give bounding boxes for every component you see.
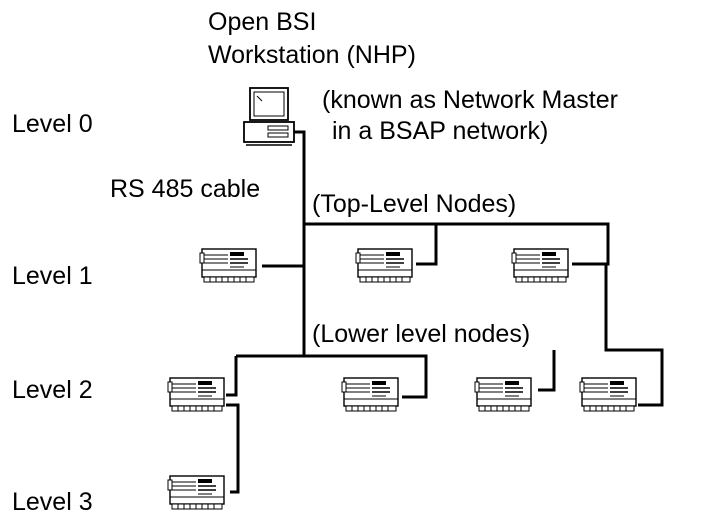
cable-top-node-2 — [416, 224, 438, 266]
level-3-label: Level 3 — [12, 488, 93, 516]
workstation-title-line1: Open BSI — [208, 8, 317, 36]
level-0-label: Level 0 — [12, 110, 93, 138]
cable-right-subnet — [604, 264, 664, 407]
rtu-node-level2-4 — [579, 377, 637, 412]
cable-level2-node-1 — [226, 356, 238, 397]
cable-right-level2-node-1 — [538, 350, 556, 392]
cable-top-node-1 — [262, 224, 306, 268]
workstation-computer-icon — [243, 87, 295, 146]
rtu-node-level2-1 — [167, 377, 225, 412]
rtu-node-level3-1 — [167, 475, 225, 510]
level-1-label: Level 1 — [12, 262, 93, 290]
rtu-node-level2-3 — [474, 377, 532, 412]
cable-workstation-to-bus — [294, 130, 306, 224]
network-cables — [226, 130, 664, 494]
rtu-node-level2-2 — [341, 377, 399, 412]
rtu-node-level1-3 — [511, 248, 569, 283]
workstation-title-line2: Workstation (NHP) — [208, 41, 416, 69]
level-2-label: Level 2 — [12, 376, 93, 404]
cable-top-level-bus — [304, 222, 610, 266]
rs485-cable-label: RS 485 cable — [110, 175, 261, 203]
cable-level2-to-level3 — [226, 403, 240, 494]
cable-lower-level-bus — [236, 354, 428, 399]
rtu-node-level1-2 — [355, 248, 413, 283]
lower-level-nodes-label: (Lower level nodes) — [312, 320, 531, 348]
network-master-note-line1: (known as Network Master — [322, 86, 618, 114]
top-level-nodes-label: (Top-Level Nodes) — [312, 190, 517, 218]
network-master-note-line2: in a BSAP network) — [332, 117, 549, 145]
rtu-node-level1-1 — [199, 248, 257, 283]
